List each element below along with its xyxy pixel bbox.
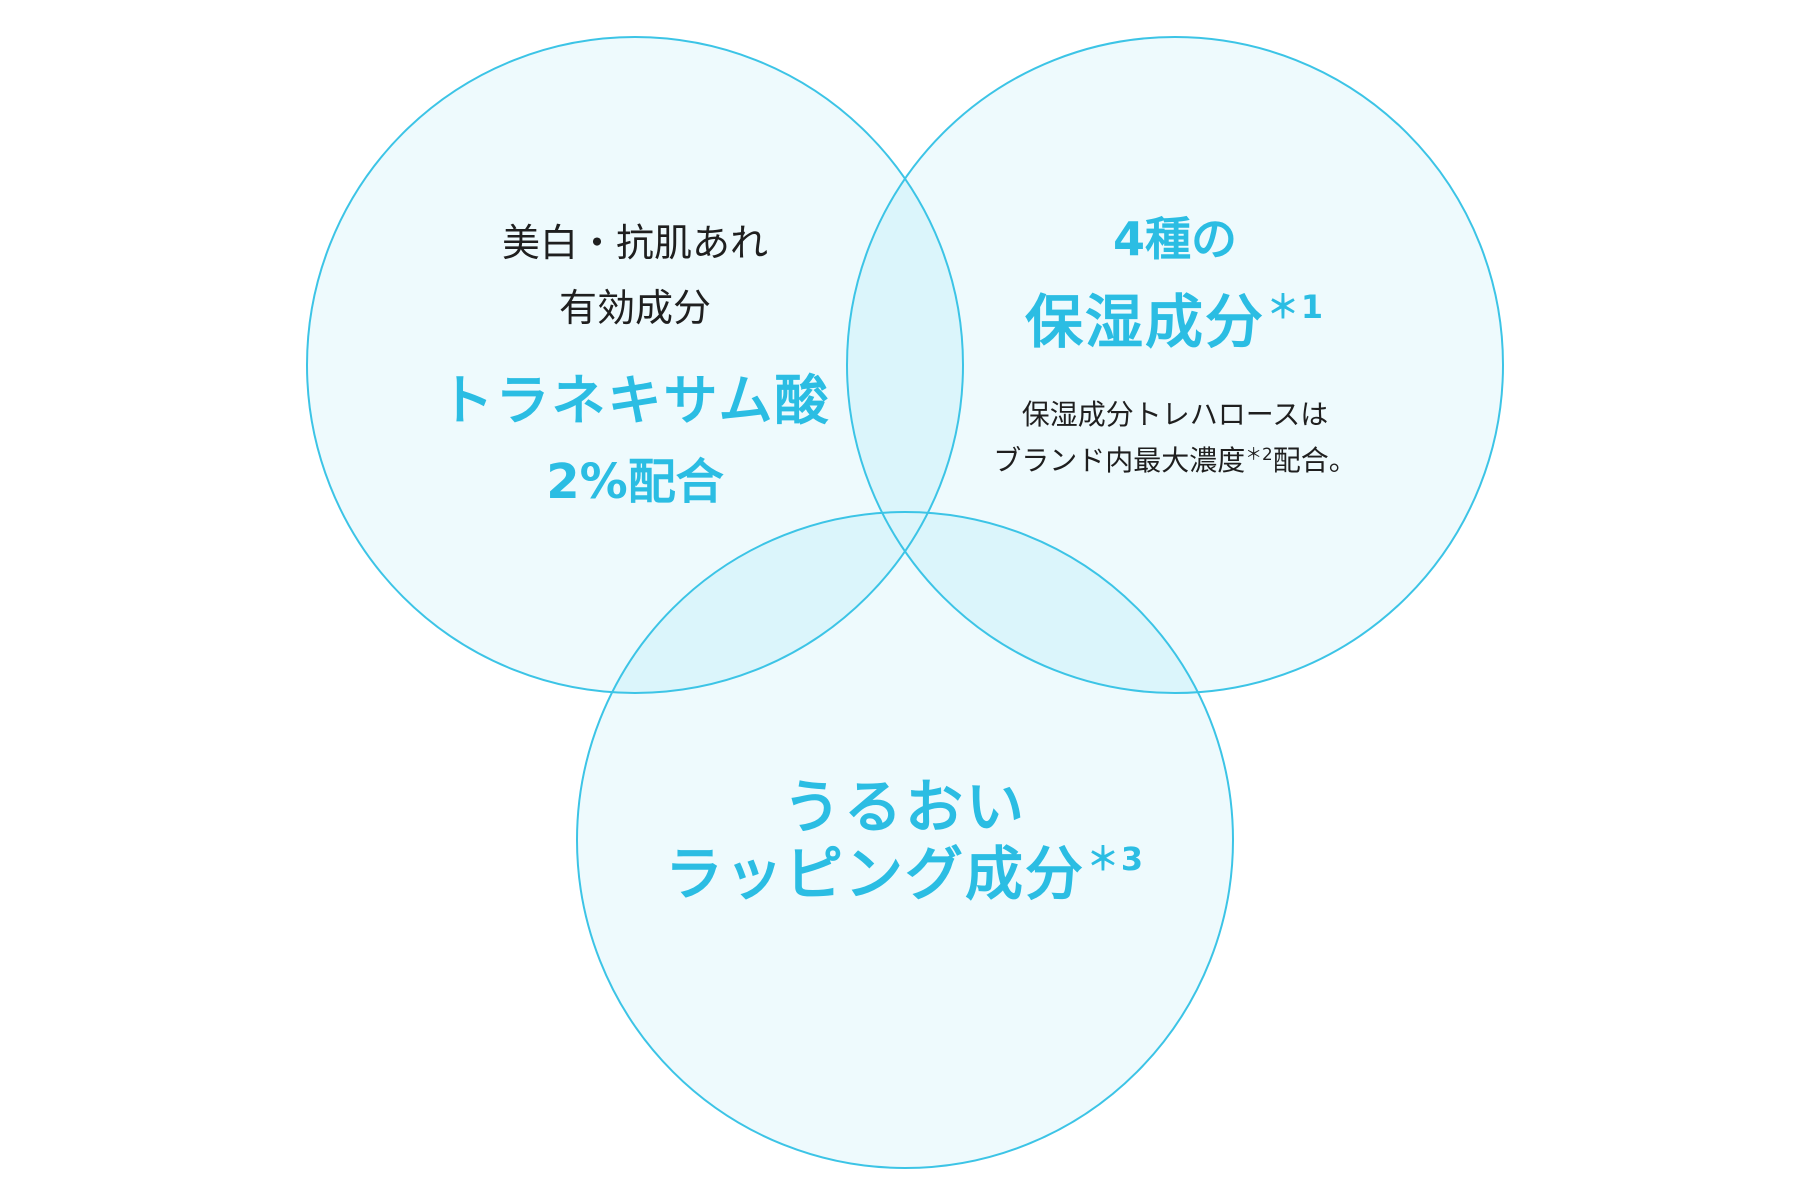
left-line1: 美白・抗肌あれ <box>501 221 768 265</box>
right-note-end: 配合。 <box>1272 444 1357 477</box>
bottom-highlight-line1: うるおい <box>782 773 1027 841</box>
bottom-highlight-mark: ＊3 <box>1086 840 1146 879</box>
right-highlight-mark: ＊1 <box>1266 288 1326 327</box>
right-note-text: ブランド内最大濃度 <box>993 444 1246 477</box>
left-line2: 有効成分 <box>558 286 711 330</box>
circle-outline-bottom <box>576 511 1234 1169</box>
circle-outline-left <box>306 36 964 694</box>
right-highlight-line2: 保湿成分＊1 <box>980 283 1370 361</box>
left-subhighlight: 2%配合 <box>546 454 724 510</box>
right-note-line1: 保湿成分トレハロースは <box>1021 398 1329 431</box>
right-highlight-line1: 4種の <box>1112 212 1237 266</box>
bottom-highlight-text: ラッピング成分 <box>664 840 1085 908</box>
right-note-mark: ＊2 <box>1245 443 1273 464</box>
right-note-line2: ブランド内最大濃度＊2配合。 <box>960 442 1390 480</box>
bottom-highlight-line2: ラッピング成分＊3 <box>605 835 1205 913</box>
left-highlight: トラネキサム酸 <box>439 369 831 432</box>
circle-outline-right <box>846 36 1504 694</box>
right-highlight-text: 保湿成分 <box>1024 288 1265 356</box>
